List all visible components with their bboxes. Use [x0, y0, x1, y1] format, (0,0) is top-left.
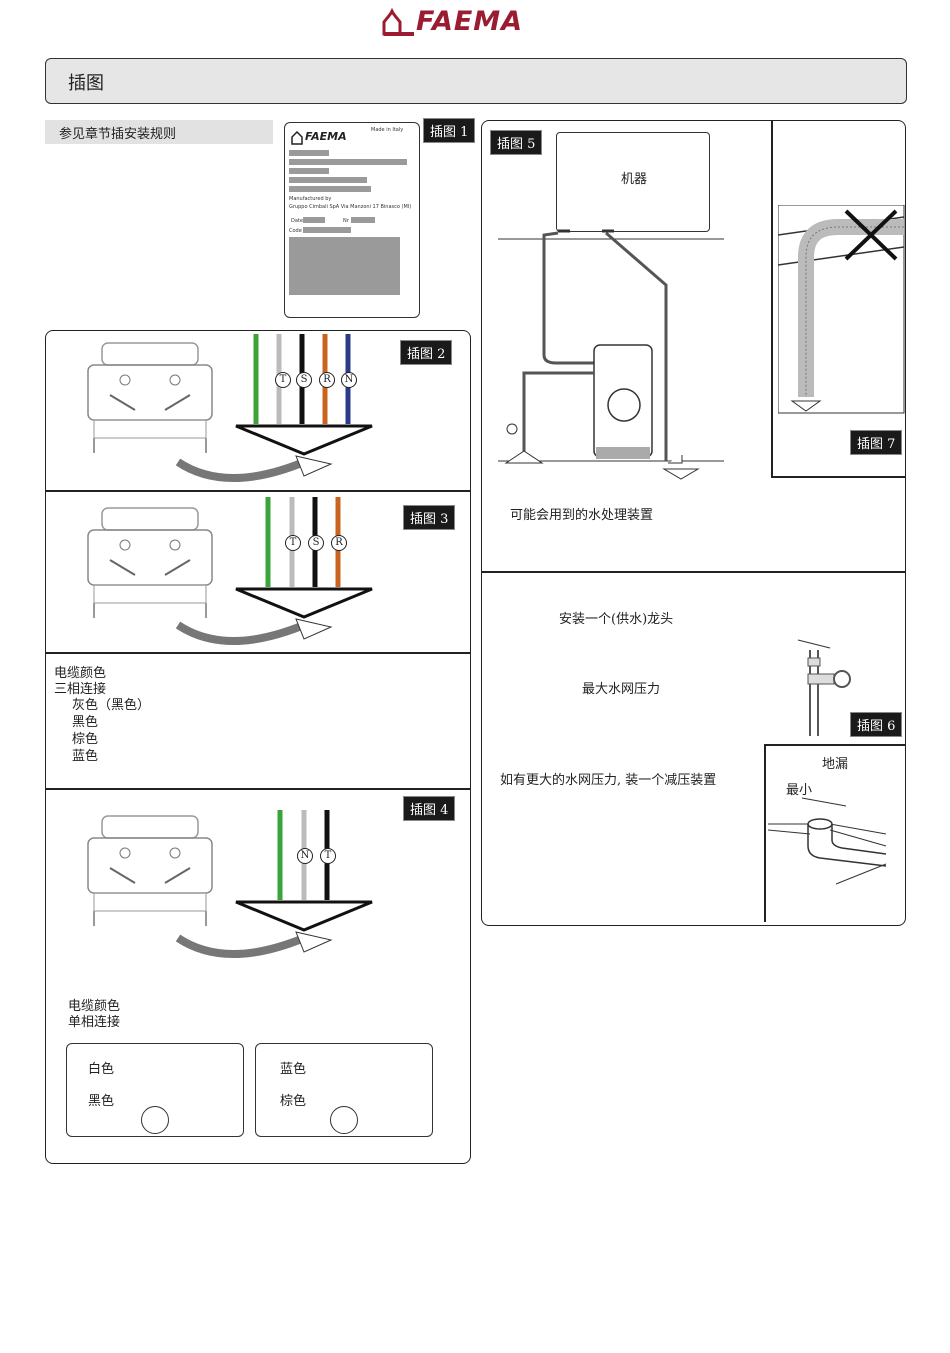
divider [45, 788, 471, 790]
wire-label: T [285, 535, 301, 551]
plate-bar [289, 177, 367, 183]
wire-label: R [331, 535, 347, 551]
divider [771, 120, 773, 476]
terminal-circle [330, 1106, 358, 1134]
figure-tag-6: 插图 6 [850, 712, 902, 737]
wire-label: S [308, 535, 324, 551]
wire-label: R [319, 372, 335, 388]
see-rules-box: 参见章节插安装规则 [45, 120, 273, 144]
page-title: 插图 [68, 69, 104, 95]
wire-label: N [297, 848, 313, 864]
plate-address: Gruppo Cimbali SpA Via Manzoni 17 Binasc… [289, 204, 411, 210]
see-rules-text: 参见章节插安装规则 [59, 123, 176, 142]
plate-bar [351, 217, 375, 223]
drain-hose-icon [778, 205, 906, 415]
plate-made-in: Made in Italy [371, 127, 403, 133]
figure-tag-4: 插图 4 [403, 796, 455, 821]
water-treatment-label: 可能会用到的水处理装置 [510, 504, 653, 523]
divider [481, 571, 905, 573]
install-tap-label: 安装一个(供水)龙头 [559, 608, 673, 627]
plate-nr-label: Nr [343, 218, 349, 224]
single-phase-color: 白色 [88, 1058, 114, 1077]
plate-bar [289, 168, 329, 174]
max-pressure-label: 最大水网压力 [582, 678, 660, 697]
figure-tag-7: 插图 7 [850, 430, 902, 455]
wire-diagram-fig3 [176, 497, 376, 649]
plate-brand: FAEMA [305, 130, 347, 143]
plate-bar [289, 186, 371, 192]
pressure-reducer-label: 如有更大的水网压力, 装一个减压装置 [500, 769, 716, 788]
plate-date-label: Date [291, 218, 303, 224]
brand-name: FAEMA [416, 6, 523, 37]
wire-label: T [275, 372, 291, 388]
plate-code-label: Code [289, 228, 302, 234]
divider [45, 652, 471, 654]
plate-bar [303, 227, 351, 233]
machine-label: 机器 [621, 168, 647, 187]
rating-plate: FAEMA Made in Italy Manufactured by Grup… [284, 122, 420, 318]
single-phase-color: 黑色 [88, 1090, 114, 1109]
three-phase-item: 蓝色 [72, 745, 98, 764]
divider [771, 476, 905, 478]
divider [764, 744, 905, 746]
wire-diagram-fig4 [176, 810, 376, 962]
wire-label: S [296, 372, 312, 388]
plate-bar [289, 150, 329, 156]
wire-label: T [320, 848, 336, 864]
section-title-bar: 插图 [45, 58, 907, 104]
terminal-circle [141, 1106, 169, 1134]
plate-bar [303, 217, 325, 223]
single-phase-connection: 单相连接 [68, 1011, 120, 1030]
plate-manufactured-by: Manufactured by [289, 196, 331, 202]
faema-logo: FAEMA [382, 8, 568, 38]
drain-label: 地漏 [822, 753, 848, 772]
figure-tag-5: 插图 5 [490, 130, 542, 155]
divider [45, 490, 471, 492]
single-phase-color: 蓝色 [280, 1058, 306, 1077]
water-piping-icon [498, 225, 728, 485]
single-phase-color: 棕色 [280, 1090, 306, 1109]
plate-bar [289, 159, 407, 165]
floor-drain-icon [766, 794, 904, 886]
figure-tag-1: 插图 1 [423, 118, 475, 143]
wire-diagram-fig2 [176, 334, 376, 486]
figure-tag-3: 插图 3 [403, 505, 455, 530]
wire-label: N [341, 372, 357, 388]
plate-grey-area [289, 237, 400, 295]
figure-tag-2: 插图 2 [400, 340, 452, 365]
